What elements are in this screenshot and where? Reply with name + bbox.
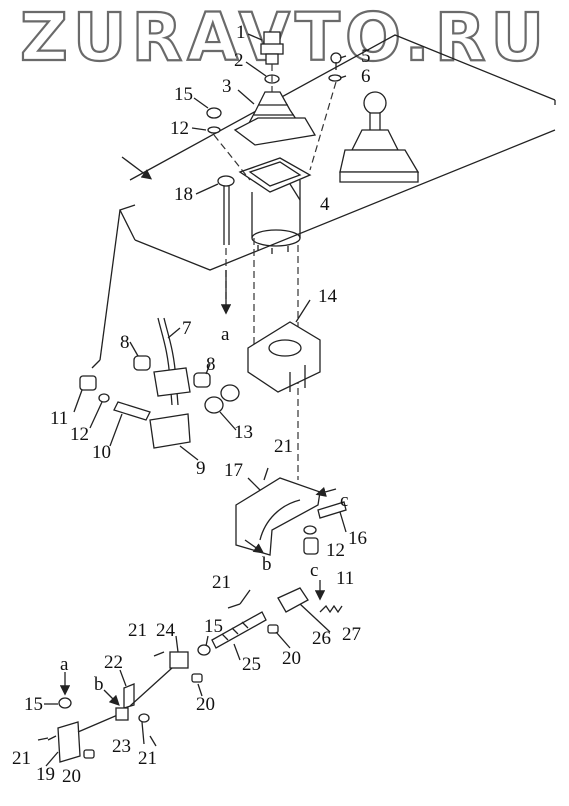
bolt-part-icon bbox=[317, 501, 347, 519]
cotter-pin-part-icon bbox=[263, 467, 269, 481]
pin-part-icon bbox=[83, 749, 95, 759]
cotter-pin-part-icon bbox=[47, 735, 57, 741]
link-part-icon bbox=[277, 587, 309, 613]
bracket-part-icon bbox=[247, 321, 321, 393]
ref-a-top: a bbox=[221, 324, 230, 345]
callout-9: 9 bbox=[196, 458, 206, 479]
pin-part-icon bbox=[191, 673, 203, 683]
bolt-part-icon bbox=[79, 375, 97, 391]
callout-12-top: 12 bbox=[170, 118, 189, 139]
pin-part-icon bbox=[113, 401, 151, 421]
ref-a-bottom: a bbox=[60, 654, 69, 675]
callout-12-right: 12 bbox=[326, 540, 345, 561]
ref-b-top: b bbox=[262, 554, 272, 575]
block-part-icon bbox=[153, 367, 191, 397]
callout-15-middle: 15 bbox=[204, 616, 223, 637]
washer-part-icon bbox=[303, 525, 317, 535]
bushing-part-icon bbox=[193, 372, 211, 388]
callout-21-bottom-left: 21 bbox=[12, 748, 31, 769]
callout-5: 5 bbox=[361, 46, 371, 67]
collar-part-icon bbox=[220, 384, 240, 402]
nut-part-icon bbox=[206, 107, 222, 119]
callout-27: 27 bbox=[342, 624, 361, 645]
callout-13: 13 bbox=[234, 422, 253, 443]
housing-part-icon bbox=[251, 180, 301, 254]
washer-part-icon bbox=[328, 74, 342, 82]
leader-lines bbox=[37, 33, 347, 767]
callout-22: 22 bbox=[104, 652, 123, 673]
callout-23: 23 bbox=[112, 736, 131, 757]
callout-11-left: 11 bbox=[50, 408, 68, 429]
callout-4: 4 bbox=[320, 194, 330, 215]
lever-arm-part-icon bbox=[123, 683, 135, 709]
washer-part-icon bbox=[98, 393, 110, 403]
rod-part-icon bbox=[211, 611, 267, 649]
callout-19: 19 bbox=[36, 764, 55, 785]
collar-part-icon bbox=[204, 396, 224, 414]
callout-24: 24 bbox=[156, 620, 176, 641]
callout-12-left: 12 bbox=[70, 424, 89, 445]
callout-25: 25 bbox=[242, 654, 261, 675]
callout-3: 3 bbox=[222, 76, 232, 97]
callout-21-bottom-right: 21 bbox=[138, 748, 157, 769]
cotter-pin-part-icon bbox=[149, 735, 157, 747]
callout-11-right: 11 bbox=[336, 568, 354, 589]
lower-bracket-part-icon bbox=[235, 477, 321, 556]
callout-14: 14 bbox=[318, 286, 338, 307]
callout-15-bottom: 15 bbox=[24, 694, 43, 715]
ref-b-bottom: b bbox=[94, 674, 104, 695]
callout-labels: 1 2 3 4 5 6 7 8 8 9 10 11 11 12 12 12 13… bbox=[12, 22, 371, 787]
boot-part-icon bbox=[233, 91, 317, 146]
lever-reference-icon bbox=[339, 91, 420, 183]
callout-26: 26 bbox=[312, 628, 331, 649]
spring-part-icon bbox=[319, 604, 343, 614]
callout-20-right: 20 bbox=[282, 648, 301, 669]
callout-8-right: 8 bbox=[206, 354, 216, 375]
callout-15-top: 15 bbox=[174, 84, 193, 105]
callout-20-middle: 20 bbox=[196, 694, 215, 715]
callout-20-bottom: 20 bbox=[62, 766, 81, 787]
callout-16: 16 bbox=[348, 528, 367, 549]
callout-10: 10 bbox=[92, 442, 111, 463]
joint-part-icon bbox=[115, 707, 129, 721]
callout-17: 17 bbox=[224, 460, 243, 481]
callout-1: 1 bbox=[236, 22, 246, 43]
callout-2: 2 bbox=[234, 50, 244, 71]
nut-part-icon bbox=[197, 644, 211, 656]
washer-part-icon bbox=[138, 713, 150, 723]
callout-21-middle: 21 bbox=[212, 572, 231, 593]
nut-part-icon bbox=[303, 537, 319, 555]
clevis-part-icon bbox=[169, 651, 189, 669]
callout-6: 6 bbox=[361, 66, 371, 87]
callout-18: 18 bbox=[174, 184, 193, 205]
pin-part-icon bbox=[267, 624, 279, 634]
ref-c-top: c bbox=[340, 490, 348, 511]
long-bolt-part-icon bbox=[217, 175, 235, 245]
cotter-pin-part-icon bbox=[227, 603, 241, 609]
washer-part-icon bbox=[207, 126, 221, 134]
cotter-pin-part-icon bbox=[153, 651, 165, 657]
callout-21-left: 21 bbox=[128, 620, 147, 641]
clevis-part-icon bbox=[149, 413, 191, 449]
callout-8-left: 8 bbox=[120, 332, 130, 353]
bracket-part-icon bbox=[57, 721, 81, 763]
gasket-plate-part-icon bbox=[238, 157, 312, 193]
watermark: ZURAVTO.RU bbox=[20, 0, 549, 76]
arrow-c-icon bbox=[315, 486, 337, 497]
callout-7: 7 bbox=[182, 318, 192, 339]
nut-part-icon bbox=[58, 697, 72, 709]
bushing-part-icon bbox=[133, 355, 151, 371]
callout-21-top: 21 bbox=[274, 436, 293, 457]
ref-c-bottom: c bbox=[310, 560, 318, 581]
